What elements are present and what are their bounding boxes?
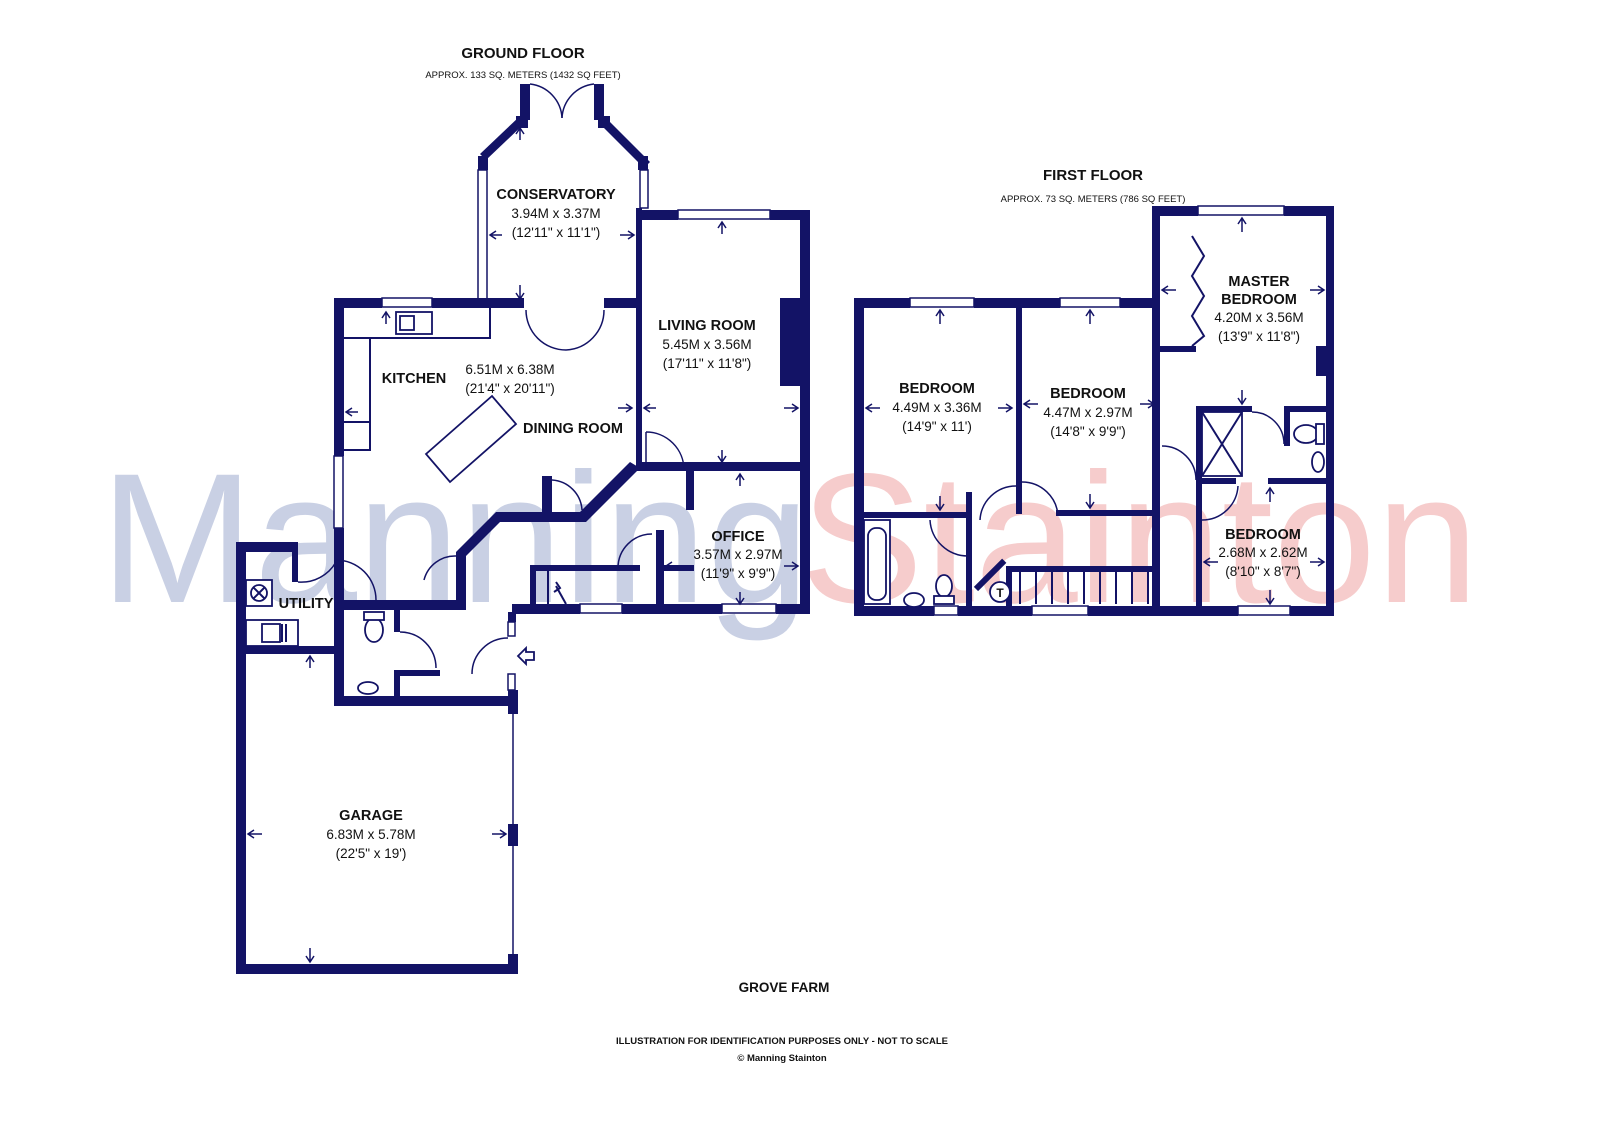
room-bedroom-1: BEDROOM 4.49M x 3.36M (14'9" x 11') <box>892 381 981 434</box>
first-floor-area: APPROX. 73 SQ. METERS (786 SQ FEET) <box>1001 194 1186 205</box>
room-metric: 3.57M x 2.97M <box>693 547 782 562</box>
room-name: LIVING ROOM <box>658 318 755 334</box>
room-name-line2: BEDROOM <box>1221 292 1297 308</box>
ground-floor-area: APPROX. 133 SQ. METERS (1432 SQ FEET) <box>425 70 620 81</box>
room-imperial: (8'10" x 8'7") <box>1225 564 1301 579</box>
room-metric: 4.47M x 2.97M <box>1043 405 1132 420</box>
room-metric: 6.51M x 6.38M <box>465 362 554 377</box>
room-metric: 3.94M x 3.37M <box>511 206 600 221</box>
room-name: CONSERVATORY <box>496 187 616 203</box>
tank-label: T <box>996 586 1004 600</box>
room-metric: 6.83M x 5.78M <box>326 827 415 842</box>
ground-floor-walls <box>236 84 810 974</box>
room-bedroom-2: BEDROOM 4.47M x 2.97M (14'8" x 9'9") <box>1043 386 1132 439</box>
property-name: GROVE FARM <box>739 980 830 995</box>
room-bedroom-3: BEDROOM 2.68M x 2.62M (8'10" x 8'7") <box>1218 527 1307 579</box>
room-name: KITCHEN <box>382 371 446 387</box>
copyright: © Manning Stainton <box>737 1053 827 1064</box>
room-imperial: (14'8" x 9'9") <box>1050 424 1126 439</box>
room-imperial: (11'9" x 9'9") <box>701 566 776 581</box>
room-name: DINING ROOM <box>523 421 623 437</box>
ground-floor-title: GROUND FLOOR <box>461 45 584 62</box>
room-name: GARAGE <box>339 808 403 824</box>
room-office: OFFICE 3.57M x 2.97M (11'9" x 9'9") <box>693 529 782 581</box>
room-kitchen: KITCHEN 6.51M x 6.38M (21'4" x 20'11") <box>382 362 555 396</box>
room-dining-room: DINING ROOM <box>523 421 623 437</box>
first-floor-fixtures: T <box>863 411 1325 608</box>
room-name: UTILITY <box>279 596 334 612</box>
room-imperial: (13'9" x 11'8") <box>1218 329 1300 344</box>
room-name: BEDROOM <box>1050 386 1126 402</box>
ground-floor-fixtures <box>250 83 685 695</box>
room-metric: 5.45M x 3.56M <box>662 337 751 352</box>
room-metric: 4.20M x 3.56M <box>1214 310 1303 325</box>
room-metric: 2.68M x 2.62M <box>1218 545 1307 560</box>
room-imperial: (12'11" x 11'1") <box>512 225 601 240</box>
disclaimer: ILLUSTRATION FOR IDENTIFICATION PURPOSES… <box>616 1036 948 1047</box>
ground-floor-arrows <box>246 126 800 964</box>
room-imperial: (22'5" x 19') <box>336 846 407 861</box>
room-living-room: LIVING ROOM 5.45M x 3.56M (17'11" x 11'8… <box>658 318 755 371</box>
room-name-line1: MASTER <box>1228 274 1290 290</box>
room-name: OFFICE <box>711 529 764 545</box>
room-imperial: (21'4" x 20'11") <box>465 381 555 396</box>
tank-icon <box>989 581 1011 603</box>
room-garage: GARAGE 6.83M x 5.78M (22'5" x 19') <box>326 808 415 861</box>
room-utility: UTILITY <box>279 596 334 612</box>
room-imperial: (17'11" x 11'8") <box>663 356 752 371</box>
room-name: BEDROOM <box>899 381 975 397</box>
room-name: BEDROOM <box>1225 527 1301 543</box>
room-master-bedroom: MASTER BEDROOM 4.20M x 3.56M (13'9" x 11… <box>1214 274 1303 344</box>
room-conservatory: CONSERVATORY 3.94M x 3.37M (12'11" x 11'… <box>496 187 616 240</box>
first-floor-walls <box>854 205 1334 616</box>
first-floor-title: FIRST FLOOR <box>1043 167 1143 184</box>
first-floor-arrows <box>864 216 1326 606</box>
room-imperial: (14'9" x 11') <box>902 419 972 434</box>
room-metric: 4.49M x 3.36M <box>892 400 981 415</box>
